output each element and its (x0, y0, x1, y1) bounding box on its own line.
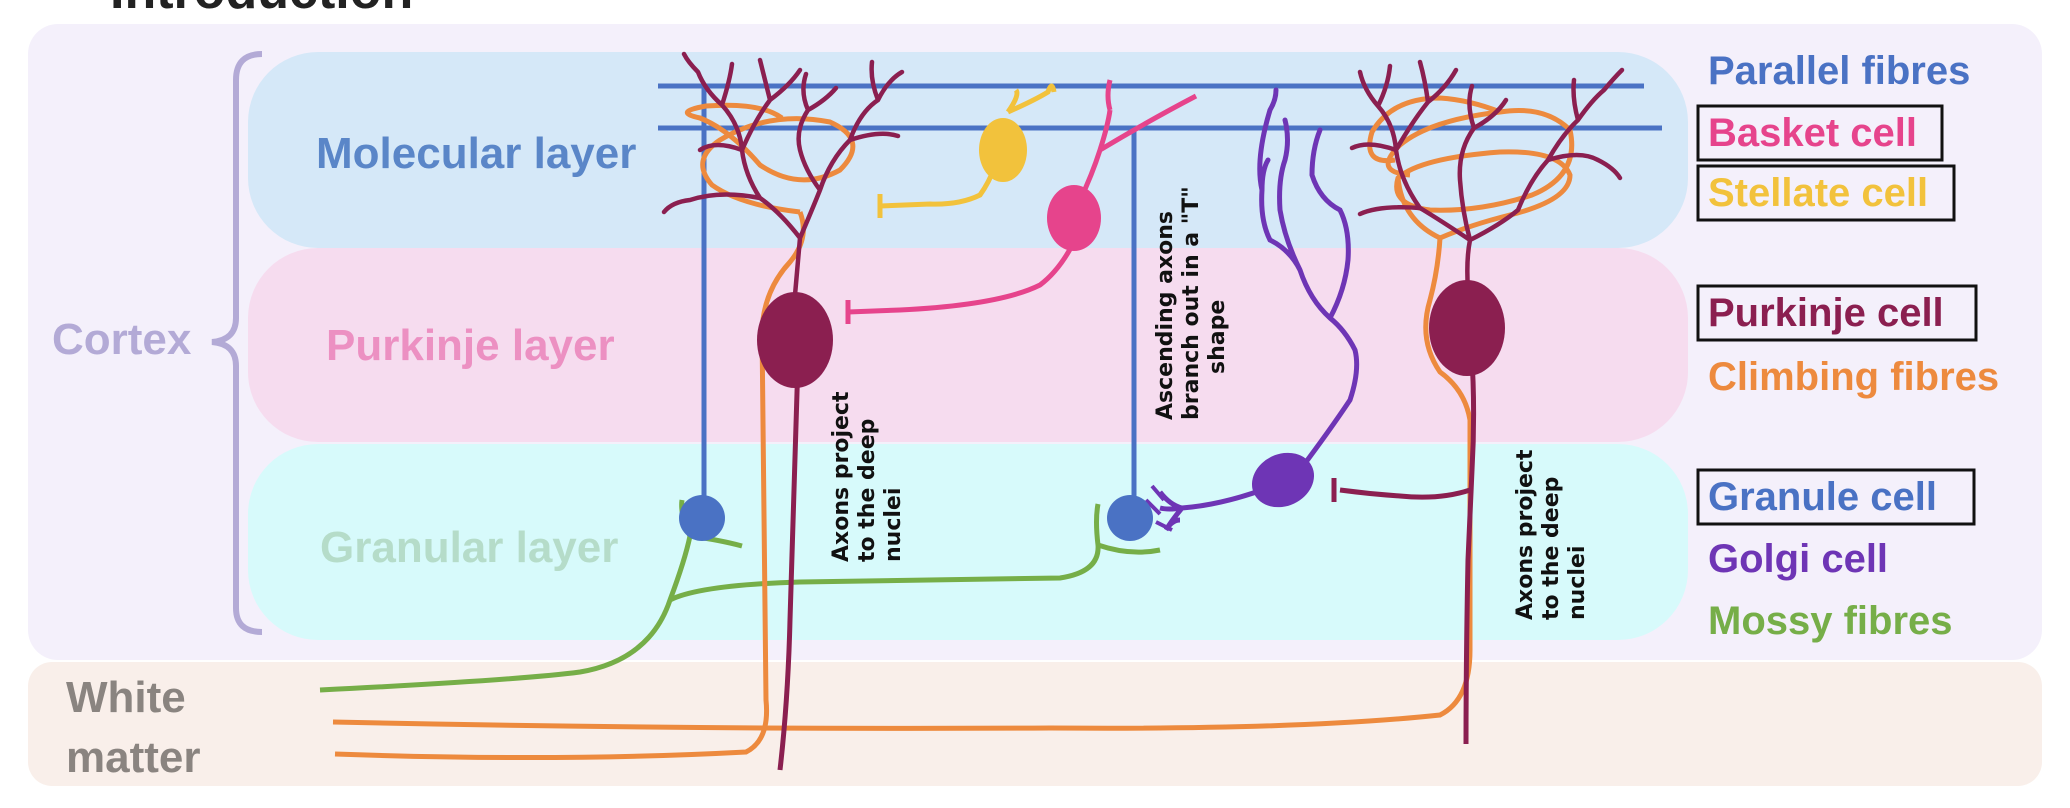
svg-text:branch out in a "T": branch out in a "T" (1179, 186, 1204, 420)
legend-basket-cell: Basket cell (1708, 111, 1917, 155)
granular-layer-label: Granular layer (320, 523, 618, 572)
legend-basket-cell-box (1696, 104, 1944, 162)
purkinje-cell-1-soma (757, 292, 833, 388)
stellate-cell (877, 83, 1057, 218)
molecular-layer-label: Molecular layer (316, 129, 636, 178)
legend-stellate-cell: Stellate cell (1708, 171, 1928, 215)
purkinje-layer-label: Purkinje layer (326, 321, 615, 370)
purkinje-cell-1 (661, 51, 905, 771)
cortex-label: Cortex (52, 315, 192, 364)
white-matter-label-line1: White (66, 673, 186, 722)
legend: Parallel fibres Basket cell Stellate cel… (1696, 49, 1999, 643)
svg-text:to the deep: to the deep (855, 419, 880, 562)
svg-text:Ascending axons: Ascending axons (1153, 211, 1178, 420)
legend-climbing-fibres: Climbing fibres (1708, 355, 1999, 399)
legend-purkinje-cell: Purkinje cell (1708, 291, 1944, 335)
basket-cell (845, 79, 1198, 324)
white-matter-region (28, 662, 2042, 786)
svg-text:shape: shape (1205, 300, 1230, 374)
legend-stellate-cell-box (1696, 164, 1956, 222)
svg-text:nuclei: nuclei (1565, 546, 1590, 620)
basket-cell-soma (1047, 185, 1101, 251)
header-title: Introduction (110, 0, 413, 20)
annotation-ascending-axons: Ascending axons branch out in a "T" shap… (1153, 186, 1230, 420)
granule-cells (679, 495, 1153, 541)
legend-golgi-cell: Golgi cell (1708, 537, 1888, 581)
legend-parallel-fibres: Parallel fibres (1708, 49, 1970, 93)
purkinje-cell-2 (1331, 59, 1625, 745)
svg-text:to the deep: to the deep (1539, 477, 1564, 620)
legend-mossy-fibres: Mossy fibres (1708, 599, 1953, 643)
purkinje-layer-band (248, 248, 1688, 442)
legend-granule-cell: Granule cell (1708, 475, 1937, 519)
stellate-cell-soma (979, 118, 1027, 182)
annotation-axons-project-2: Axons project to the deep nuclei (1513, 449, 1590, 620)
svg-text:Axons project: Axons project (1513, 449, 1538, 620)
white-matter-label-line2: matter (66, 733, 201, 782)
svg-text:Axons project: Axons project (829, 391, 854, 562)
annotation-axons-project-1: Axons project to the deep nuclei (829, 391, 906, 562)
legend-purkinje-cell-box (1696, 284, 1978, 342)
granular-layer-band (248, 444, 1688, 640)
granule-cell-2 (1107, 495, 1153, 541)
granule-cell-1 (679, 495, 725, 541)
legend-granule-cell-box (1696, 468, 1976, 526)
purkinje-cell-2-soma (1429, 280, 1505, 376)
golgi-cell-soma (1251, 452, 1315, 508)
golgi-cell (1144, 87, 1360, 532)
cortex-brace (211, 51, 263, 635)
svg-text:nuclei: nuclei (881, 488, 906, 562)
